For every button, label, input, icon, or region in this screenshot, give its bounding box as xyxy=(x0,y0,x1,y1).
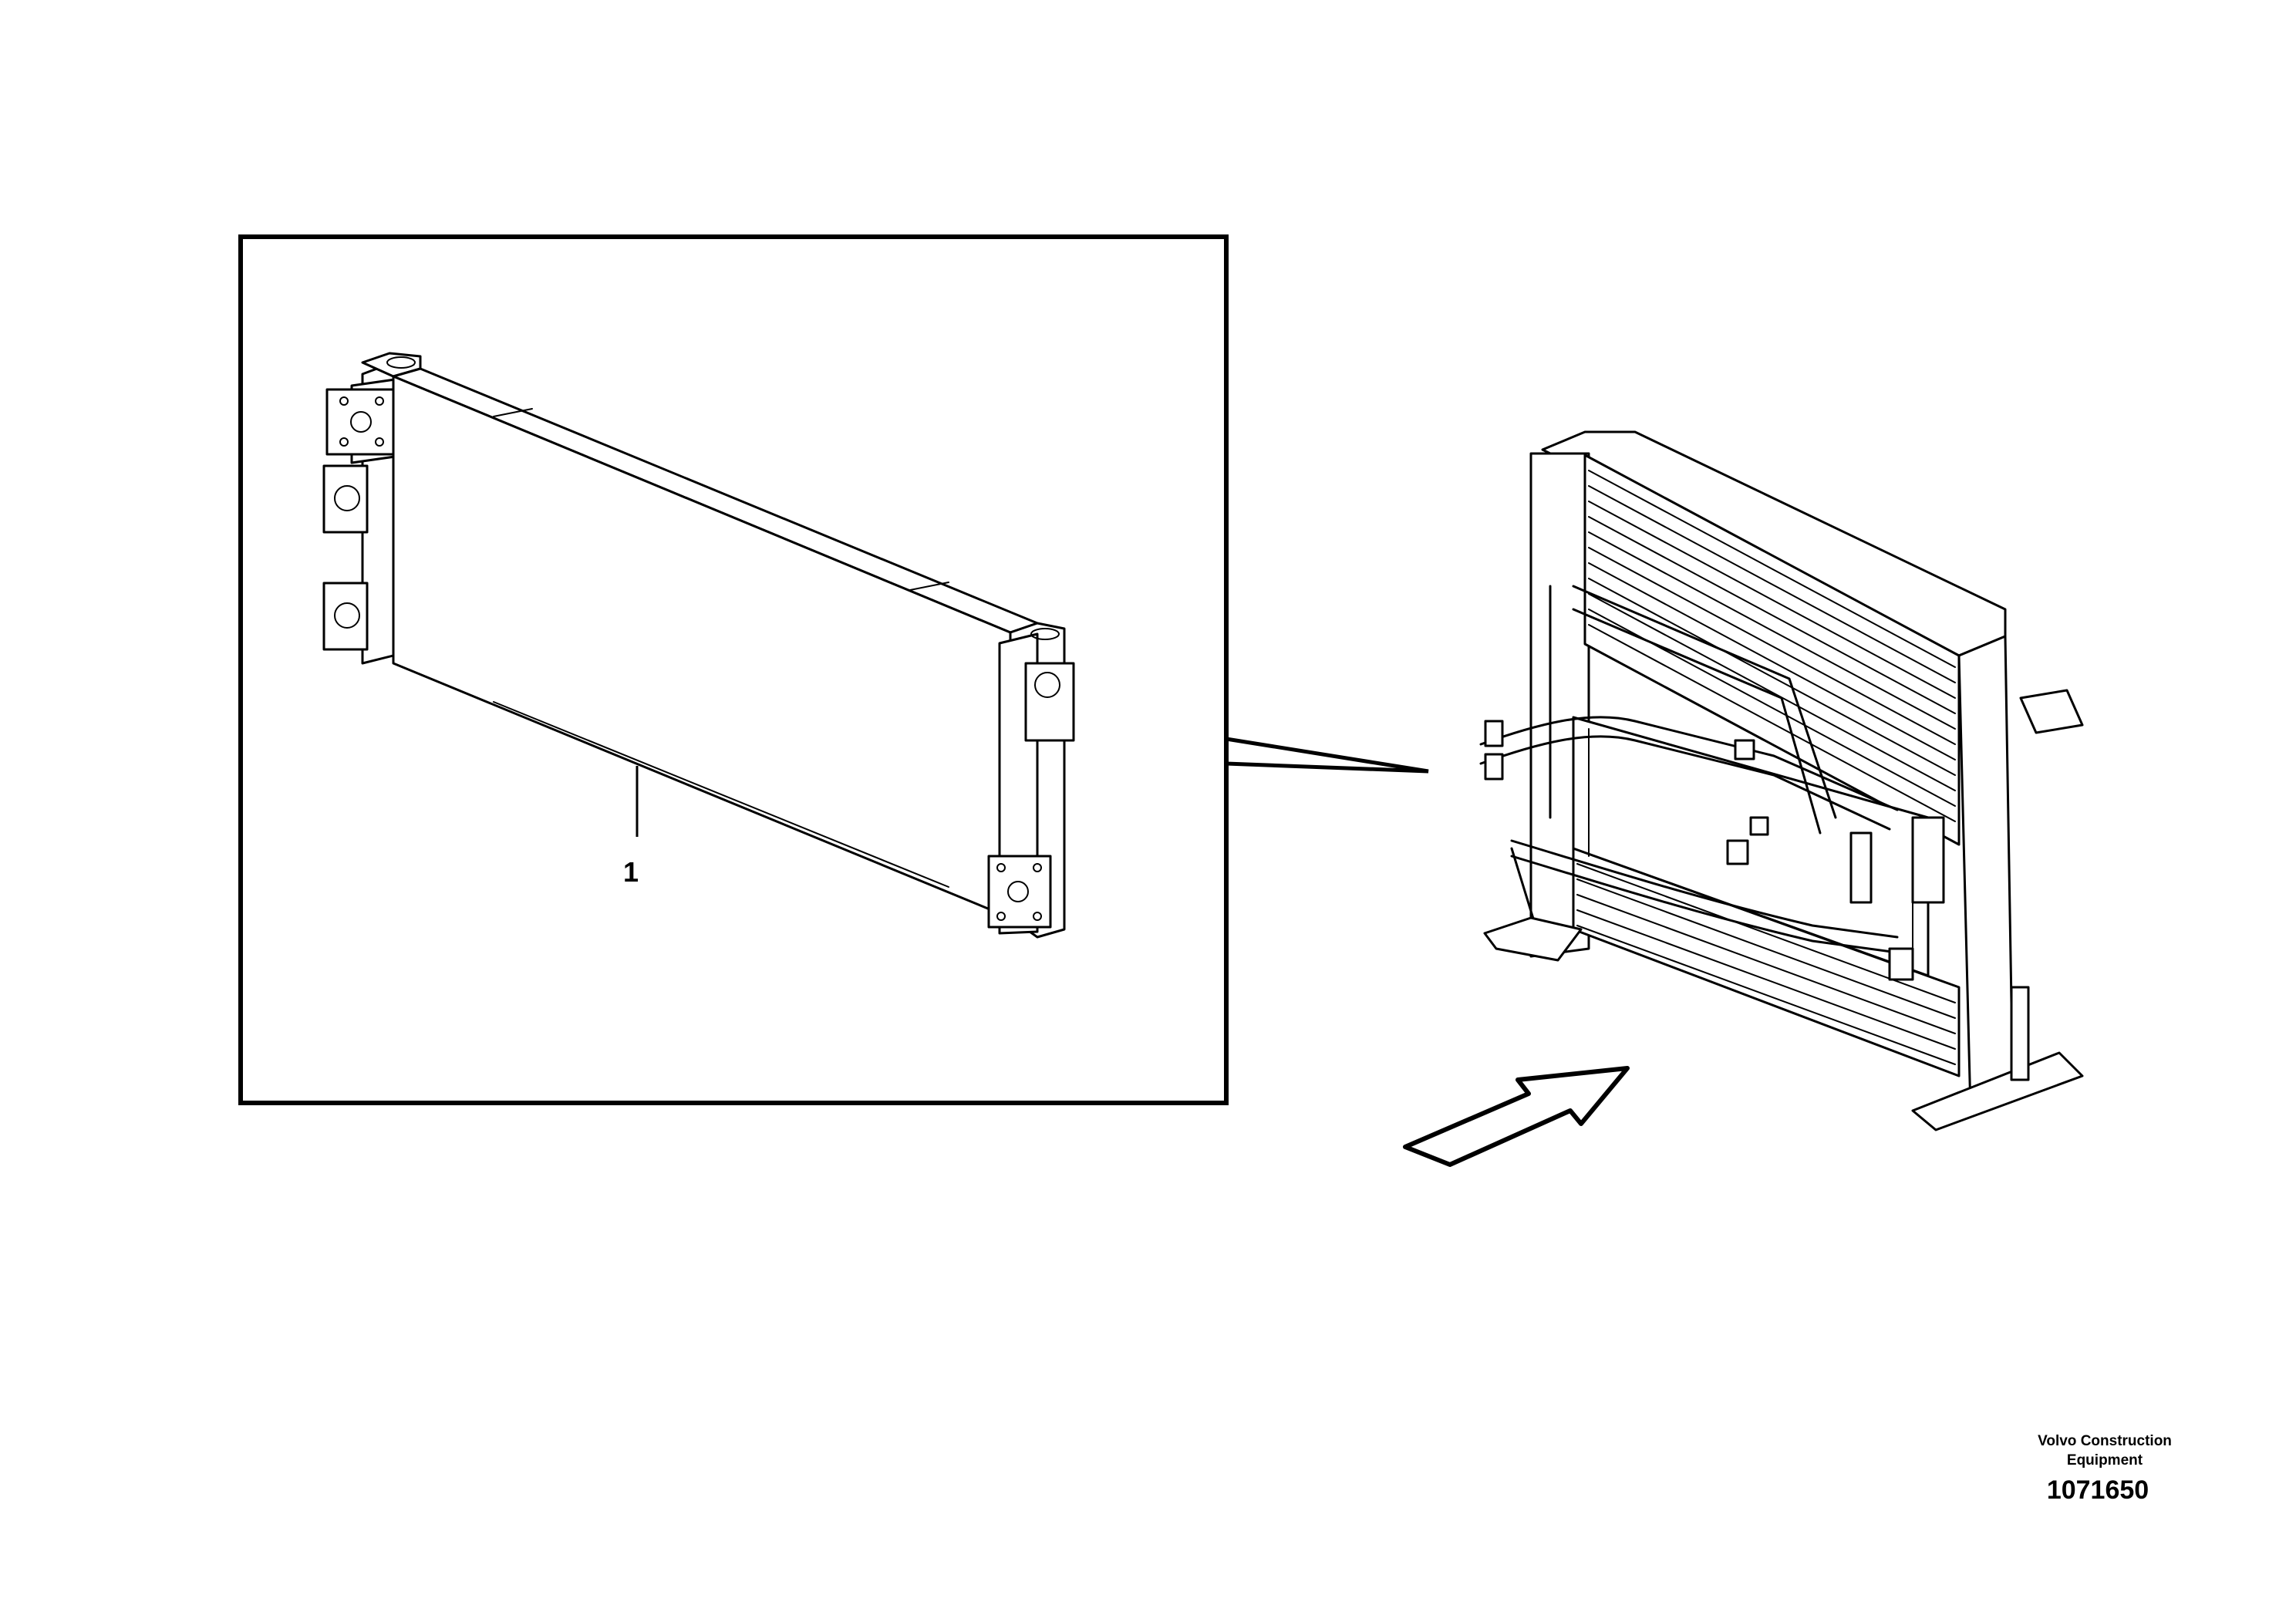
footer-block: Volvo Construction Equipment 1071650 xyxy=(2038,1433,2172,1505)
view-direction-arrow xyxy=(1403,1066,1630,1167)
detail-view: 1 xyxy=(238,234,1429,1105)
callout-1-label: 1 xyxy=(623,856,639,888)
detail-pointer xyxy=(1226,737,1429,774)
detail-frame xyxy=(238,234,1229,1105)
cooler-assembly xyxy=(1479,430,2084,1131)
drawing-number: 1071650 xyxy=(2047,1475,2149,1505)
brand-line-2: Equipment xyxy=(2067,1452,2143,1469)
hoses xyxy=(1479,585,1899,954)
oil-cooler-part xyxy=(322,352,1075,939)
brand-line-1: Volvo Construction xyxy=(2038,1433,2172,1449)
